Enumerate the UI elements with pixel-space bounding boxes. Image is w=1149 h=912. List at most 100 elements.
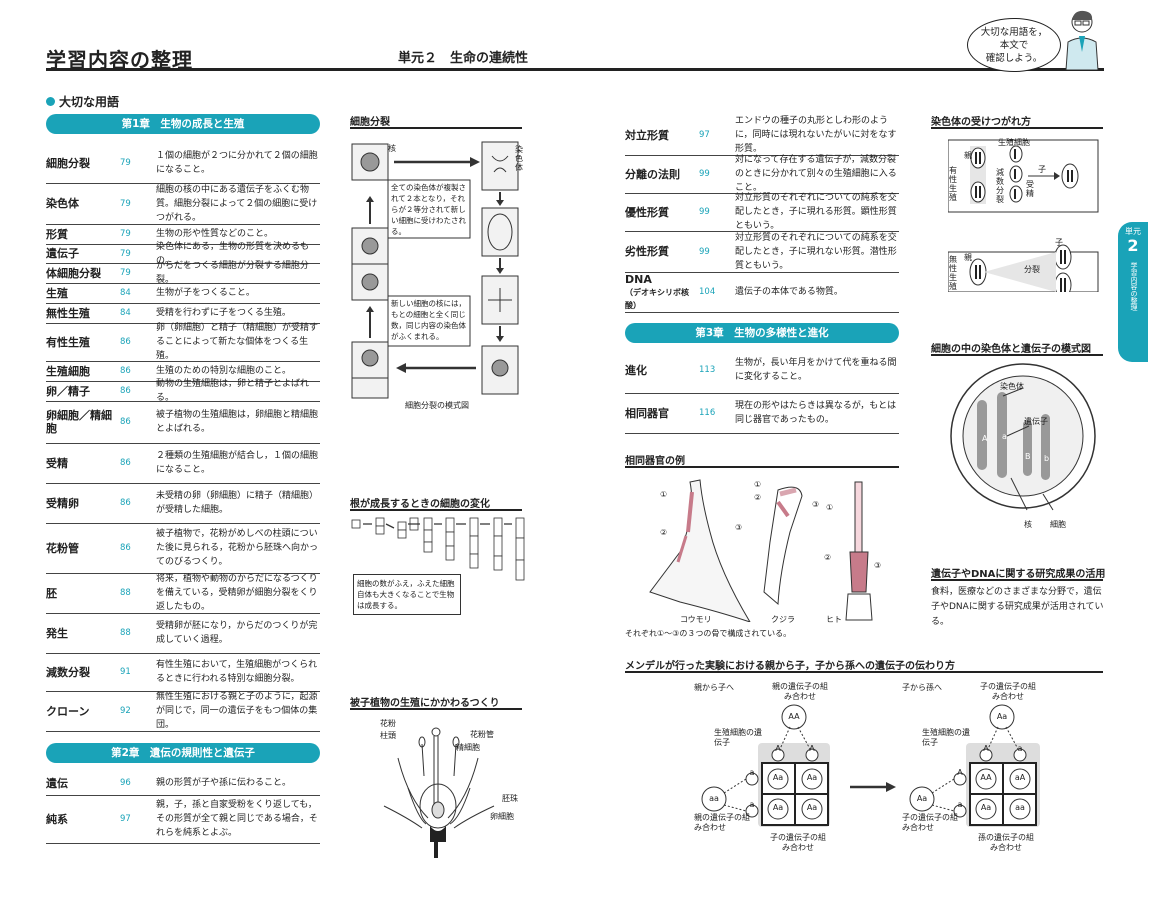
inherit-diagram — [948, 139, 1099, 292]
mendel-cell: aA — [1014, 773, 1026, 782]
child-label-1: 子 — [1038, 165, 1046, 174]
unit-title: 単元２ 生命の連続性 — [398, 51, 529, 66]
term-desc: 無性生殖における親と子のように，起源が同じで，同一の遺伝子をもつ個体の集団。 — [156, 692, 318, 730]
term-page: 97 — [120, 814, 131, 824]
mendel-cell: Aa — [772, 773, 784, 782]
chapter-1-bar: 第1章 生物の成長と生殖 — [46, 114, 320, 134]
term-page: 96 — [120, 778, 131, 788]
mendel-right-head: 子から孫へ — [902, 683, 942, 692]
term-desc: ２種類の生殖細胞が結合し，１個の細胞になること。 — [156, 451, 319, 475]
mendel-gamete: A — [983, 744, 989, 753]
term-page: 86 — [120, 337, 131, 347]
child-label-2: 子 — [1055, 238, 1063, 247]
term-page: 86 — [120, 498, 131, 508]
term-row: 卵／精子 86 動物の生殖細胞は，卵と精子とよばれる。 — [46, 379, 320, 403]
model-allele-a: a — [1002, 432, 1007, 441]
meiosis-label: 減数分裂 — [996, 168, 1004, 204]
division-label: 分裂 — [1024, 265, 1040, 274]
bat-mark-1: ① — [660, 490, 668, 499]
mendel-cell: Aa — [806, 803, 818, 812]
model-allele-B: B — [1025, 452, 1031, 461]
term-word: 優性形質 — [625, 205, 669, 219]
section-heading: 大切な用語 — [46, 93, 119, 110]
term-page: 99 — [699, 169, 710, 179]
term-page: 86 — [120, 543, 131, 553]
term-desc: 対になって存在する遺伝子が，減数分裂のときに分かれて別々の生殖細胞に入ること。 — [735, 155, 897, 193]
term-page: 79 — [120, 248, 131, 259]
term-page: 86 — [120, 458, 131, 468]
mendel-parent-combo: 親の遺伝子の組み合わせ — [772, 682, 828, 701]
term-row: 分離の法則 99 対になって存在する遺伝子が，減数分裂のときに分かれて別々の生殖細胞… — [625, 155, 899, 194]
fig-rule — [350, 127, 522, 129]
bubble-line: 本文で — [999, 39, 1029, 51]
term-desc: 生物の形や性質などのこと。 — [156, 229, 274, 239]
mendel-left-parent: AA — [788, 712, 800, 721]
mendel-child-combo-top: 子の遺伝子の組み合わせ — [980, 682, 1036, 701]
term-page: 97 — [699, 130, 710, 140]
term-page: 79 — [120, 268, 131, 278]
flower-label-ovule: 胚珠 — [502, 794, 518, 803]
term-desc: 動物の生殖細胞は，卵と精子とよばれる。 — [156, 379, 310, 403]
root-growth-note: 細胞の数がふえ，ふえた細胞自体も大きくなることで生物は成長する。 — [353, 574, 461, 615]
model-title: 細胞の中の染色体と遺伝子の模式図 — [931, 344, 1091, 355]
term-word: 遺伝 — [46, 776, 68, 790]
bubble-line: 大切な用語を， — [980, 26, 1048, 38]
mendel-cell: Aa — [772, 803, 784, 812]
term-word: 卵／精子 — [46, 384, 90, 398]
mendel-parent-combo-bottom: 親の遺伝子の組み合わせ — [694, 813, 750, 832]
mendel-right-parent: Aa — [996, 712, 1008, 721]
term-word: 無性生殖 — [46, 306, 90, 320]
term-desc: 対立形質のそれぞれについての純系を交配したとき，子に現れる形質。顕性形質ともいう… — [735, 193, 897, 231]
term-desc: １個の細胞が２つに分かれて２個の細胞になること。 — [156, 151, 318, 175]
term-word: 細胞分裂 — [46, 156, 90, 170]
bubble-line: 確認しよう。 — [985, 52, 1043, 64]
unit-tab-section: 学習内容の整理 — [1130, 262, 1138, 311]
term-desc: 被子植物で，花粉がめしべの柱頭についた後に見られる，花粉から胚珠へ向かってのびる… — [156, 529, 319, 567]
mendel-child-combo-bottom: 子の遺伝子の組み合わせ — [902, 813, 958, 832]
whale-label: クジラ — [771, 615, 795, 624]
whale-mark-2: ② — [754, 493, 762, 502]
model-cell-label: 細胞 — [1050, 520, 1066, 529]
fig-rule — [350, 708, 522, 710]
cell-division-caption: 細胞分裂の模式図 — [405, 401, 469, 410]
term-word: 減数分裂 — [46, 665, 90, 679]
term-word: 劣性形質 — [625, 245, 669, 258]
term-desc: 遺伝子の本体である物質。 — [735, 287, 843, 297]
human-label: ヒト — [826, 615, 842, 624]
unit-tab-number: 2 — [1127, 236, 1139, 255]
term-word: 胚 — [46, 586, 57, 600]
term-word: 染色体 — [46, 197, 79, 210]
unit-tab[interactable] — [1118, 222, 1148, 362]
fig-rule — [625, 671, 1103, 673]
model-allele-A: A — [982, 434, 988, 443]
cell-division-note-1: 全ての染色体が複製されて２本となり，それらが２等分されて新しい細胞に受けわたされ… — [391, 183, 466, 236]
term-word: 有性生殖 — [46, 335, 90, 349]
bat-mark-3: ③ — [735, 523, 743, 532]
term-word: クローン — [46, 704, 90, 718]
term-word: 受精 — [46, 456, 68, 470]
mendel-cell: Aa — [980, 803, 992, 812]
mendel-gamete: A — [957, 768, 963, 777]
term-page: 86 — [120, 366, 131, 376]
chromosome-label: 染色体 — [515, 145, 523, 172]
term-page: 86 — [120, 386, 131, 396]
term-word: 遺伝子 — [46, 247, 79, 260]
term-desc: からだをつくる細胞が分裂する細胞分裂。 — [156, 261, 309, 285]
term-word: 分離の法則 — [625, 167, 680, 181]
mendel-gamete: a — [749, 800, 755, 809]
mendel-gamete: A — [809, 744, 815, 753]
mendel-gamete: a — [1017, 744, 1023, 753]
term-desc: 対立形質のそれぞれについての純系を交配したとき，子に現れない形質。潜性形質ともい… — [735, 232, 897, 271]
flower-label-stigma: 柱頭 — [380, 731, 396, 740]
term-desc: 被子植物の生殖細胞は，卵細胞と精細胞とよばれる。 — [156, 410, 319, 434]
chapter-2-bar: 第2章 遺伝の規則性と遺伝子 — [46, 743, 320, 763]
term-word: 卵細胞／精細胞 — [46, 409, 112, 435]
